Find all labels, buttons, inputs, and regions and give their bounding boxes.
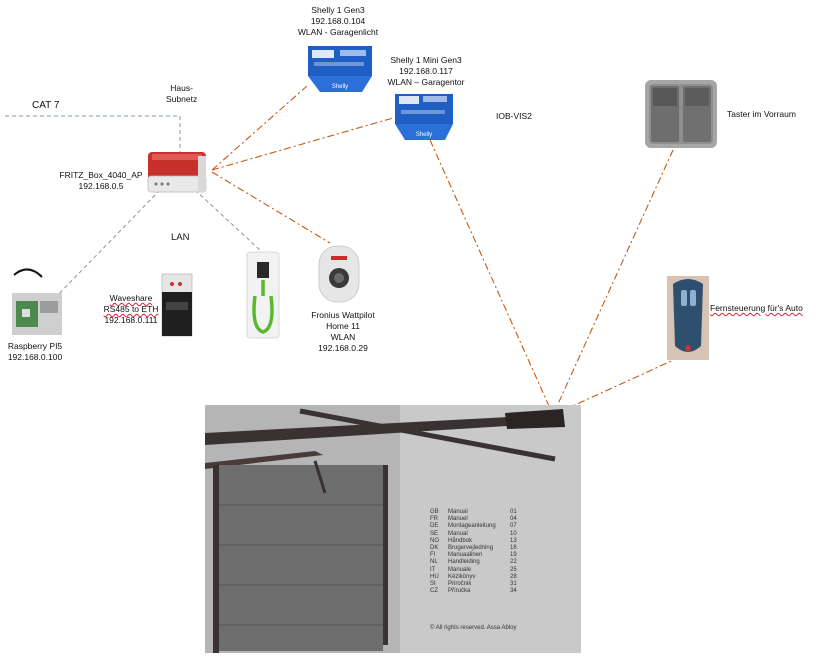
- manual-copyright: © All rights reserved. Assa Abloy: [430, 625, 517, 631]
- iob-vis2-label: IOB-VIS2: [496, 111, 532, 121]
- subnet-line2: Subnetz: [166, 94, 198, 104]
- waveshare-type: RS485 to ETH: [103, 304, 159, 314]
- taster-switch-image: [643, 78, 721, 157]
- fronius-label: Fronius Wattpilot Home 11 WLAN 192.168.0…: [298, 310, 388, 354]
- raspberry-name: Raspberry PI5: [7, 341, 63, 351]
- fronius-name: Fronius Wattpilot: [311, 310, 375, 320]
- wallbox-device: [243, 250, 283, 347]
- cat7-label: CAT 7: [32, 100, 60, 111]
- remote-label-text: Fernsteuerung für's Auto: [710, 303, 803, 313]
- fritzbox-label: FRITZ_Box_4040_AP 192.168.0.5: [56, 170, 146, 192]
- waveshare-ip: 192.168.0.111: [104, 315, 158, 325]
- fronius-model: Home 11: [326, 321, 360, 331]
- wlan-line-taster-opener: [552, 149, 674, 416]
- shelly1-label: Shelly 1 Gen3 192.168.0.104 WLAN - Garag…: [288, 5, 388, 38]
- car-remote-image: [667, 276, 709, 365]
- raspberry-pi-device: [8, 265, 64, 344]
- waveshare-label: Waveshare RS485 to ETH 192.168.0.111: [95, 293, 167, 326]
- taster-label: Taster im Vorraum: [727, 109, 796, 119]
- wlan-line-shelly-mini-opener: [429, 139, 554, 416]
- shelly-mini-brand: Shelly: [416, 132, 432, 138]
- lan-line-wallbox: [194, 189, 263, 253]
- shelly-mini-ip: 192.168.0.117: [399, 66, 453, 76]
- fritzbox-name: FRITZ_Box_4040_AP: [59, 170, 143, 180]
- waveshare-device: [160, 272, 196, 343]
- fronius-ip: 192.168.0.29: [318, 343, 368, 353]
- subnet-line1: Haus-: [170, 83, 193, 93]
- fritzbox-ip: 192.168.0.5: [78, 181, 124, 191]
- fritzbox-device: [146, 150, 212, 201]
- shelly-mini-label: Shelly 1 Mini Gen3 192.168.0.117 WLAN – …: [376, 55, 476, 88]
- remote-label: Fernsteuerung für's Auto: [710, 303, 803, 314]
- shelly1-brand: Shelly: [332, 84, 348, 90]
- lan-label: LAN: [171, 232, 190, 243]
- shelly-mini-purpose: WLAN – Garagentor: [387, 77, 465, 87]
- raspberry-ip: 192.168.0.100: [7, 352, 63, 362]
- shelly1-device: Shelly: [306, 44, 374, 101]
- shelly1-ip: 192.168.0.104: [310, 16, 366, 26]
- lan-line-raspberry: [47, 189, 161, 306]
- fronius-connection: WLAN: [330, 332, 356, 342]
- wlan-line-shelly-mini: [211, 117, 394, 171]
- shelly-mini-name: Shelly 1 Mini Gen3: [390, 55, 462, 65]
- shelly1-name: Shelly 1 Gen3: [311, 5, 365, 15]
- subnet-label: Haus- Subnetz: [166, 83, 197, 105]
- waveshare-name: Waveshare: [109, 293, 153, 303]
- wlan-line-shelly1: [211, 85, 308, 171]
- raspberry-label: Raspberry PI5 192.168.0.100: [0, 341, 70, 363]
- fronius-wattpilot-device: [317, 244, 363, 309]
- wlan-line-fronius: [211, 171, 331, 244]
- shelly-mini-device: Shelly: [393, 92, 457, 149]
- shelly1-purpose: WLAN - Garagenlicht: [297, 27, 379, 37]
